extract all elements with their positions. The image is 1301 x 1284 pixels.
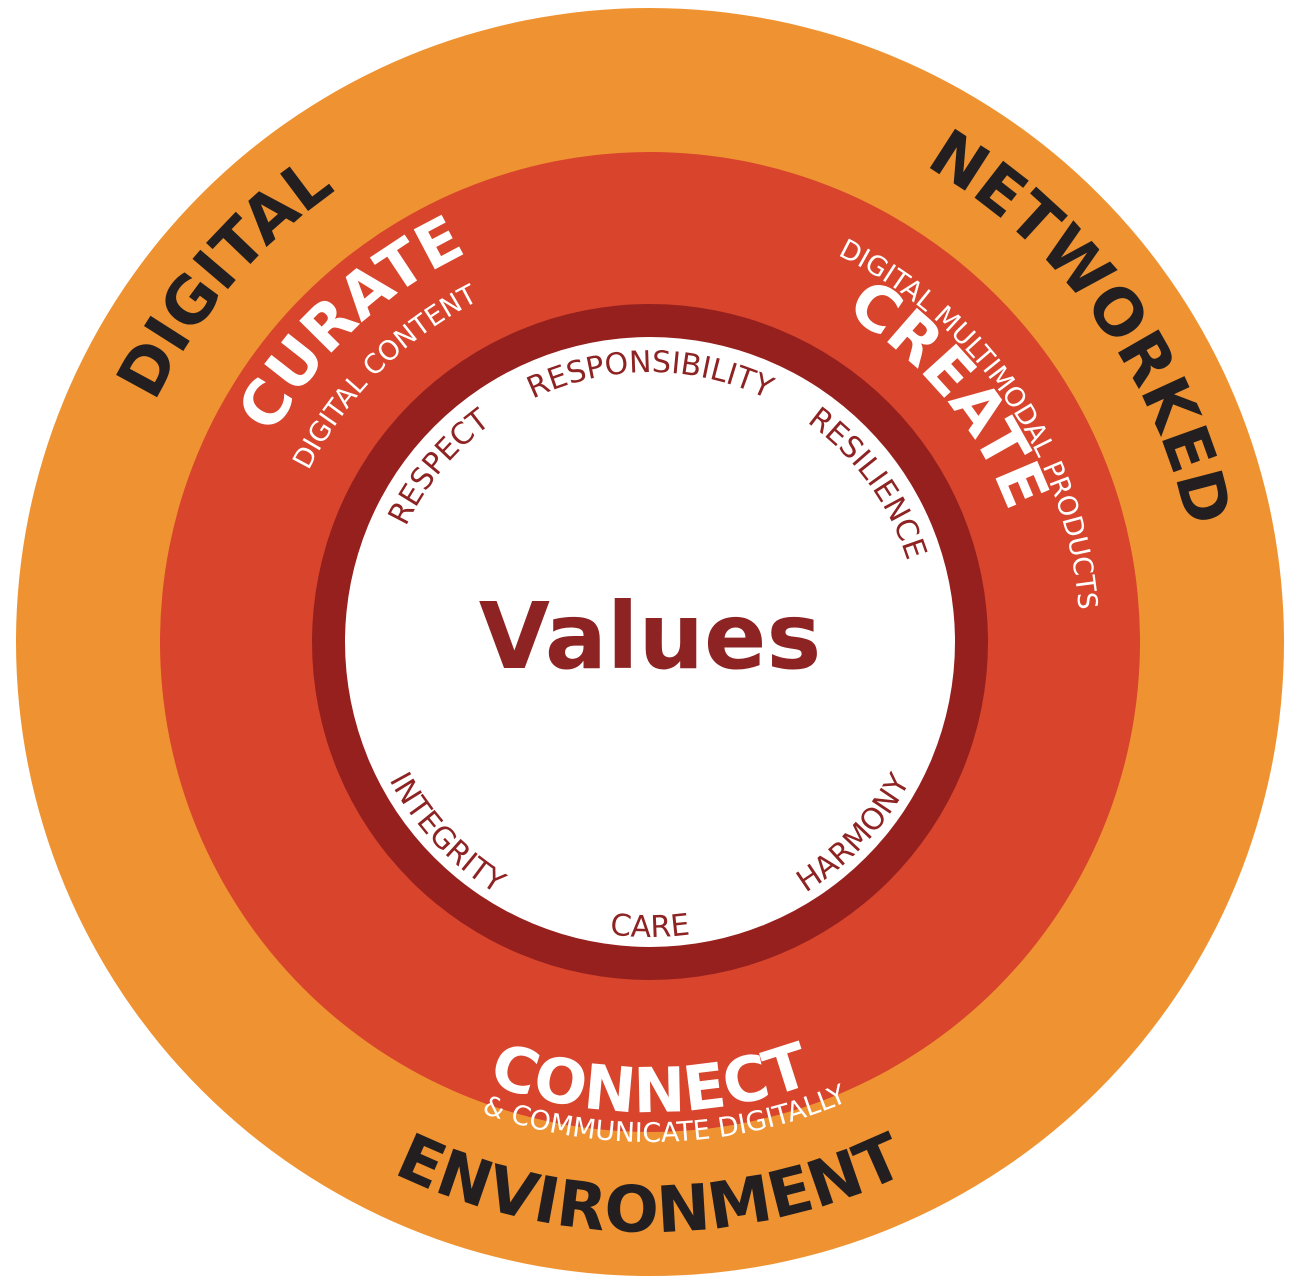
center-title: Values xyxy=(479,583,821,690)
center-circle xyxy=(345,337,955,947)
value-care: CARE xyxy=(609,908,692,946)
